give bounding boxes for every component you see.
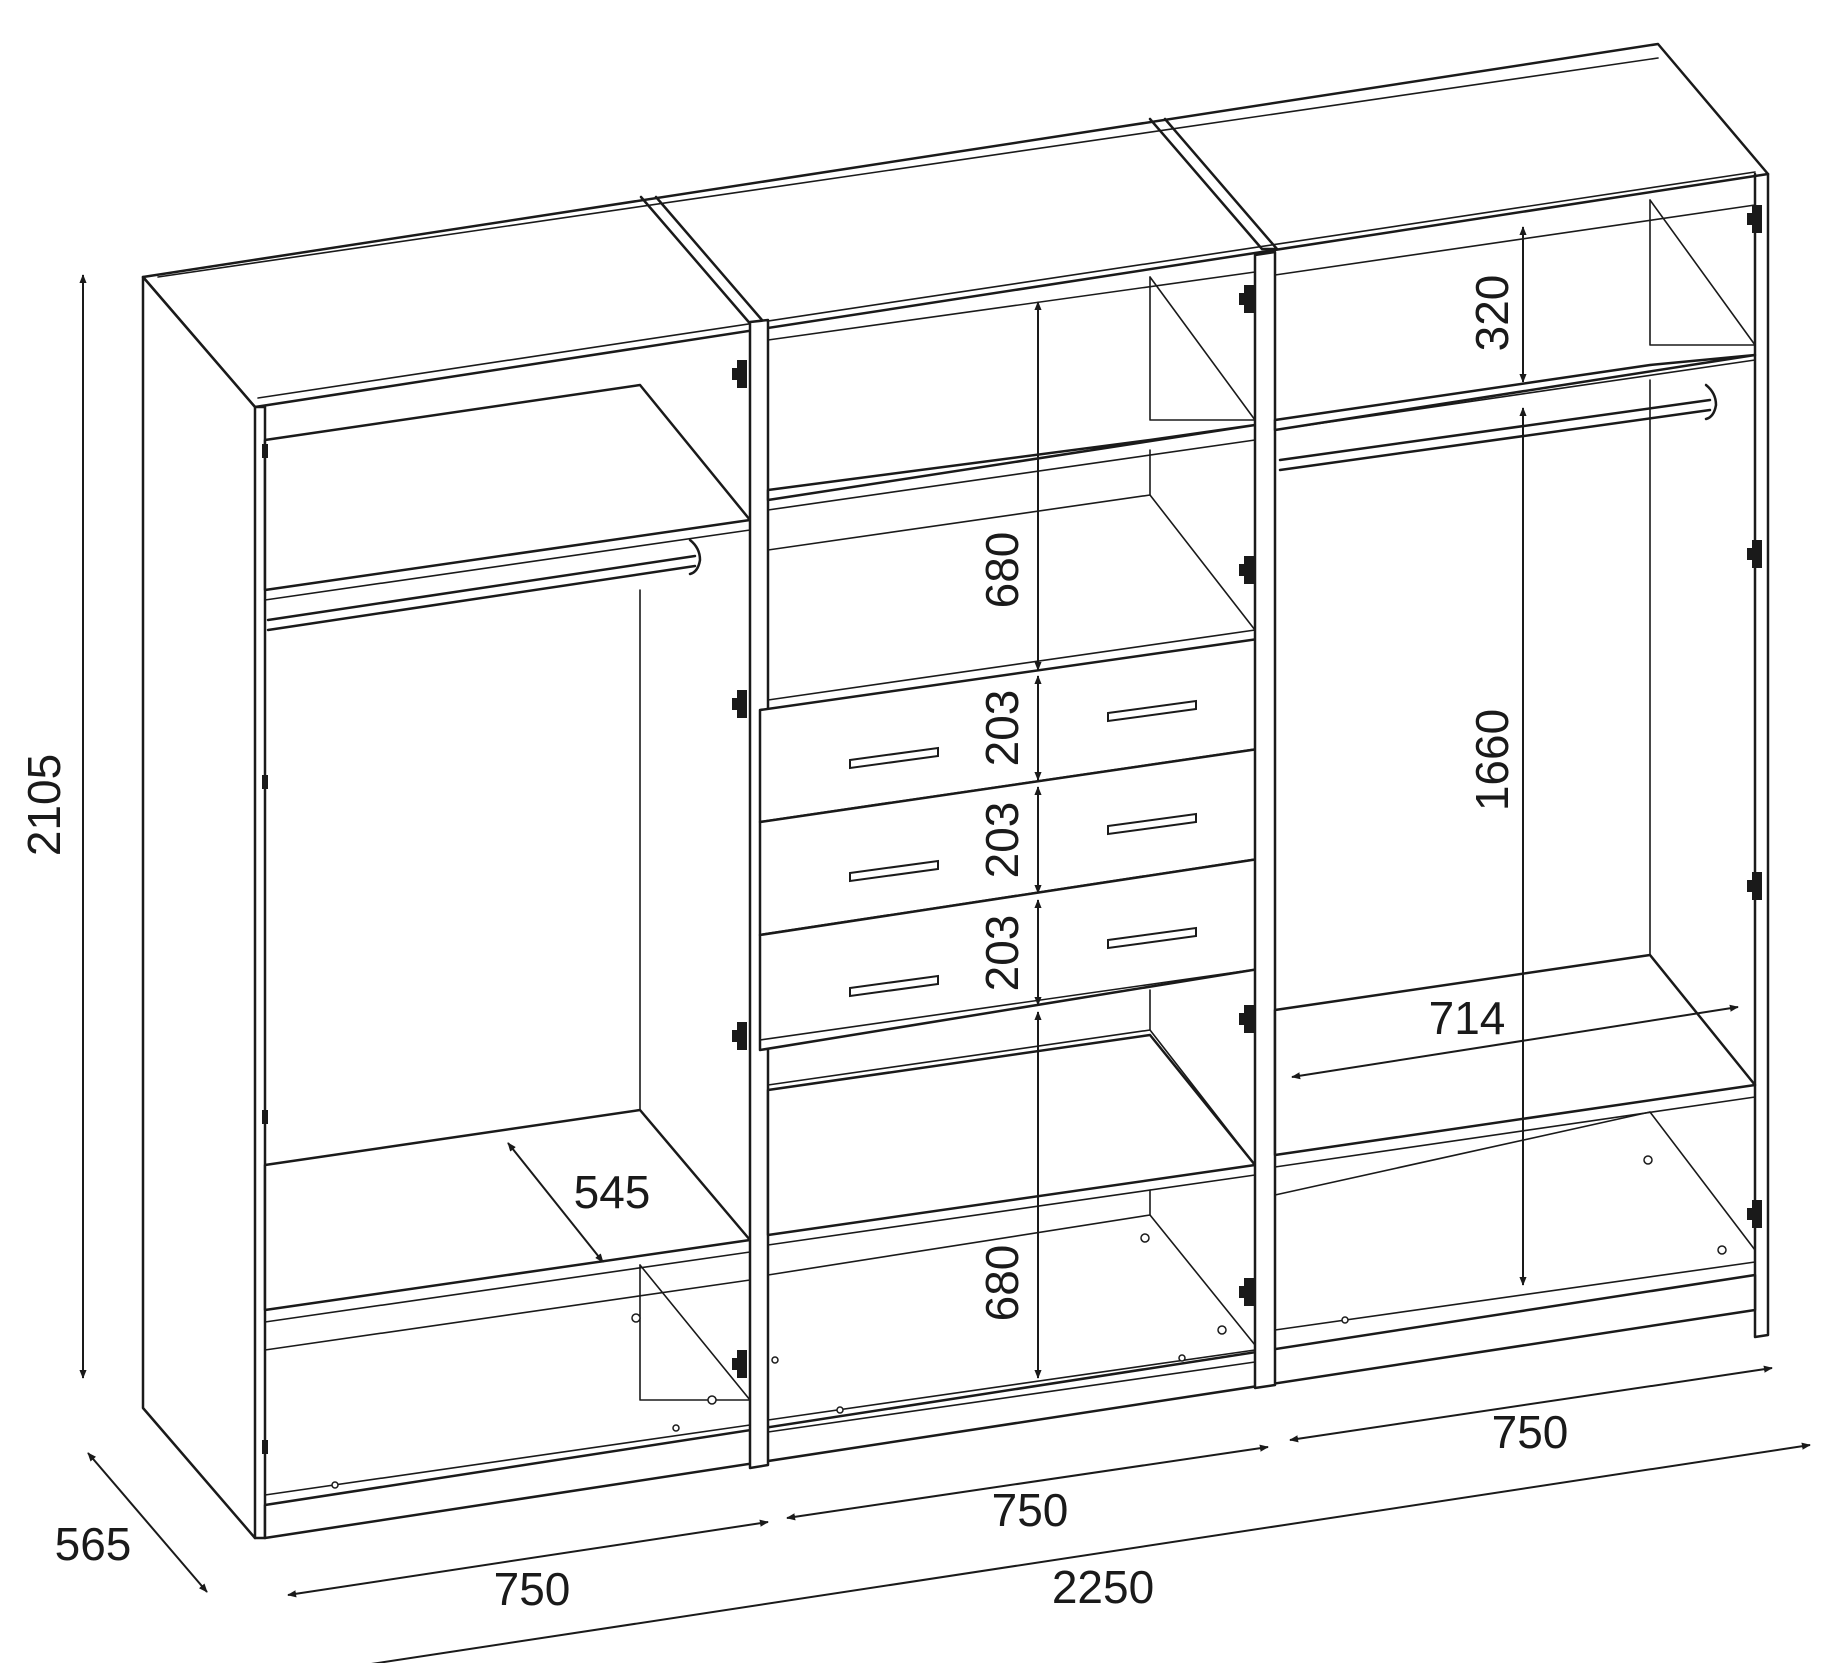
hinge-icon	[1239, 285, 1254, 1306]
label-right-inner-width: 714	[1429, 992, 1506, 1044]
left-lower-shelf	[263, 1108, 752, 1312]
hanging-rail-icon	[1278, 383, 1718, 472]
dimension-labels: 2105 565 750 750 750 2250 545 680 203 20…	[18, 275, 1568, 1615]
label-right-width: 750	[1492, 1406, 1569, 1458]
drawer-stack	[758, 636, 1267, 1052]
dim-shelf-depth-line	[507, 1142, 604, 1263]
label-drawer-3-height: 203	[976, 915, 1028, 992]
hinge-icon	[1747, 205, 1762, 1228]
dim-total-width-line	[311, 1442, 1811, 1663]
label-right-top-height: 320	[1466, 275, 1518, 352]
left-side-panel	[141, 275, 257, 1540]
right-module	[1273, 199, 1762, 1331]
label-overall-depth: 565	[55, 1518, 132, 1570]
divider-middle-right	[1239, 250, 1277, 1390]
hanging-rail-icon	[266, 538, 702, 632]
middle-module	[758, 271, 1267, 1433]
top-panel	[141, 42, 1770, 409]
dimension-lines	[79, 226, 1811, 1663]
left-module	[262, 321, 752, 1506]
dim-right-width-line	[1289, 1365, 1773, 1443]
label-right-hanging-height: 1660	[1466, 709, 1518, 811]
dim-depth-line	[87, 1452, 208, 1593]
label-shelf-depth: 545	[574, 1166, 651, 1218]
label-overall-height: 2105	[18, 754, 70, 856]
label-middle-upper-height: 680	[976, 532, 1028, 609]
label-overall-width: 2250	[1052, 1561, 1154, 1613]
handle-icon	[849, 699, 1197, 998]
label-drawer-2-height: 203	[976, 802, 1028, 879]
label-middle-lower-height: 680	[976, 1245, 1028, 1322]
label-left-width: 750	[494, 1563, 571, 1615]
label-drawer-1-height: 203	[976, 690, 1028, 767]
dim-right-inner-width-line	[1291, 1004, 1739, 1080]
label-middle-width: 750	[992, 1484, 1069, 1536]
hinge-icon	[732, 360, 747, 1378]
